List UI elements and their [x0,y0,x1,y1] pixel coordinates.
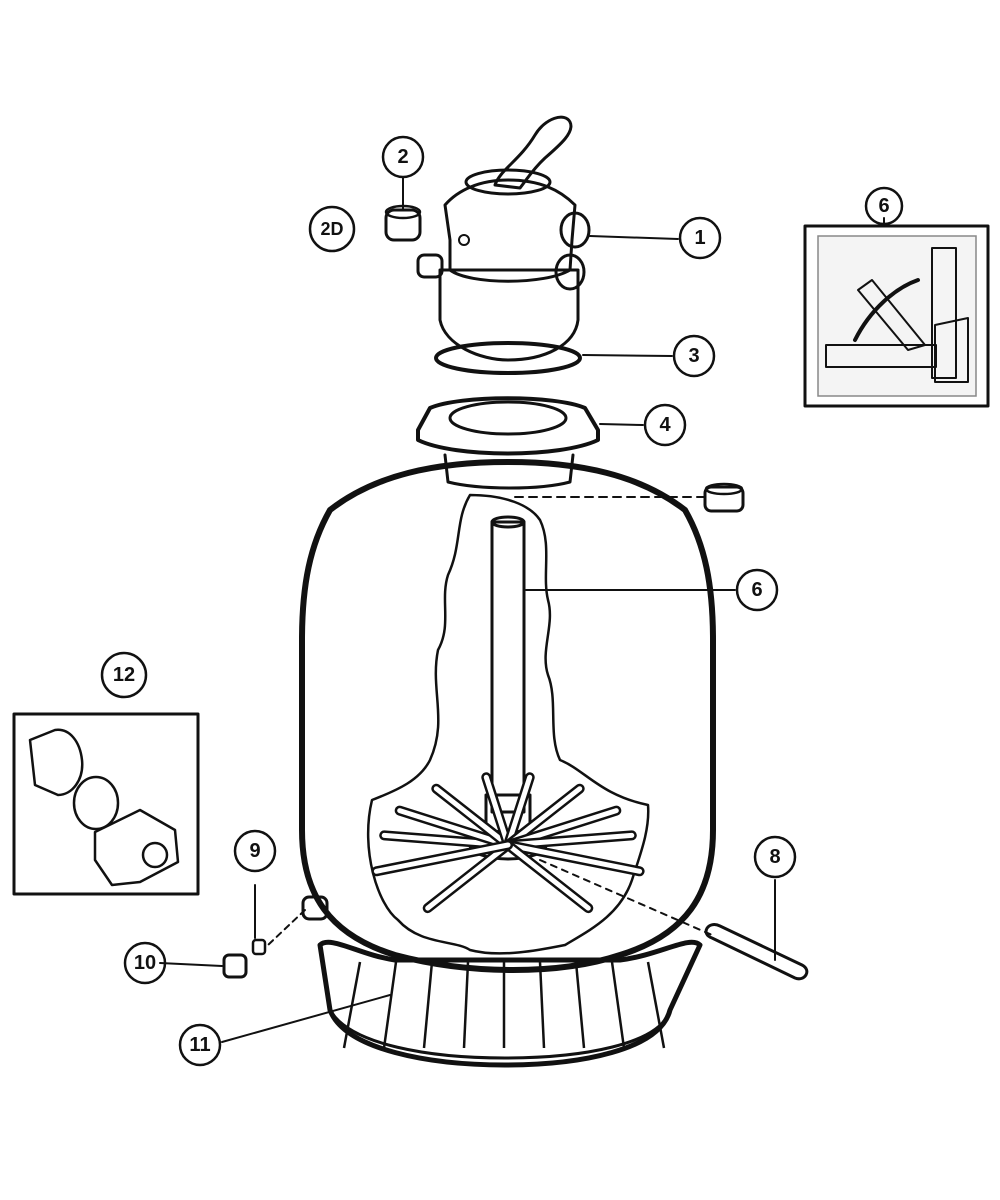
drain-plug [222,895,329,979]
callout-3: 3 [672,334,716,378]
lateral-arm-fill [505,842,643,874]
lateral-arm-fill [425,842,511,911]
lateral-arm-fill [505,786,583,848]
lateral-arm-fill [373,842,511,874]
multiport-valve [416,115,591,362]
callout-11: 11 [178,1023,222,1067]
tank-cutaway [366,493,650,955]
base-rib [382,961,398,1049]
callout-6-main: 6 [735,568,779,612]
drain-cap [703,482,745,513]
base-rib [610,961,626,1049]
pressure-gauge-part [384,204,422,242]
laterals-assembly [371,772,645,914]
callout-6-inset-label: 6 [878,195,889,217]
callout-6-main-label: 6 [751,579,762,601]
base-rib [422,961,434,1049]
callout-8: 8 [753,835,797,879]
callout-2-label: 2 [397,146,408,168]
callout-9-label: 9 [249,840,260,862]
callout-1: 1 [678,216,722,260]
filter-base [317,939,703,1068]
callout-1-label: 1 [694,227,705,249]
flange-clamp [416,396,600,456]
o-ring [434,341,582,375]
base-rib [462,961,470,1049]
lateral-arm-fill [505,832,635,848]
callout-4: 4 [643,403,687,447]
callout-11-label: 11 [189,1034,210,1056]
callout-2: 2 [381,135,425,179]
callout-2d-label: 2D [320,219,343,239]
filter-tank [299,453,716,973]
callout-8-label: 8 [769,846,780,868]
callout-2d: 2D [308,205,356,253]
lateral-arm-fill [433,786,511,848]
lateral-arm-fill [505,842,591,911]
callout-9: 9 [233,829,277,873]
inset-standpipe-laterals [803,224,990,408]
leader-lines [159,177,885,1043]
callout-12: 12 [100,651,148,699]
callout-4-label: 4 [659,414,671,436]
lateral-arm-fill [505,774,533,848]
base-rib [646,961,666,1049]
base-rib [538,961,546,1049]
lateral-arm-fill [397,808,511,848]
callout-10: 10 [123,941,167,985]
callout-3-label: 3 [688,345,699,367]
lateral-part [539,859,809,981]
standpipe [484,496,711,837]
callout-6-inset: 6 [864,186,904,226]
inset-drain-valve [12,712,200,896]
lateral-arm-fill [483,774,511,848]
base-rib [574,961,586,1049]
callout-12-label: 12 [113,664,135,686]
callout-10-label: 10 [134,952,156,974]
